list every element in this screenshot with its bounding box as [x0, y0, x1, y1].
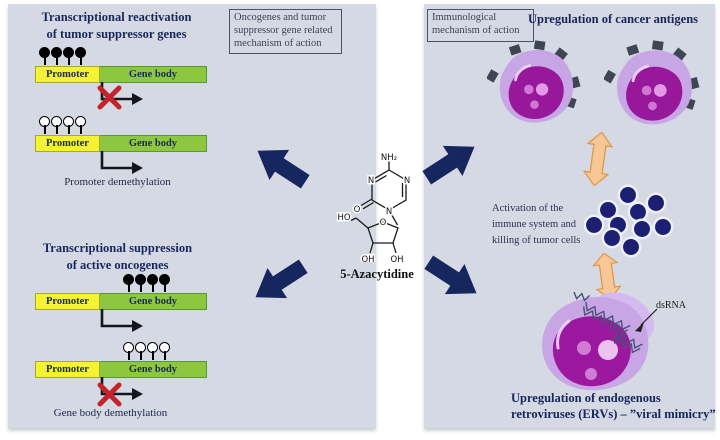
erv-cell [542, 291, 655, 391]
reactivation-title: Transcriptional reactivation of tumor su… [41, 10, 192, 41]
methyl-mark-icon [147, 274, 158, 292]
methyl-mark-icon [75, 47, 86, 65]
methyl-mark-icon [51, 47, 62, 65]
atom-nh2: NH₂ [381, 153, 397, 163]
erv-caption: Upregulation of endogenous retroviruses … [511, 391, 716, 422]
suppression-title: Transcriptional suppression of active on… [42, 241, 193, 272]
unmethylated-mark-icon [135, 342, 146, 360]
methyl-mark-icon [39, 47, 50, 65]
atom-oh: OH [390, 255, 403, 262]
promoter-demethylation-caption: Promoter demethylation [64, 176, 171, 188]
immune-cell-cluster [584, 184, 674, 258]
unmethylated-mark-icon [39, 116, 50, 134]
blocked-x-icon [97, 85, 122, 110]
methyl-mark-icon [63, 47, 74, 65]
atom-n: N [386, 207, 392, 217]
gene-body-segment: Gene body [100, 361, 207, 378]
gene-diagram-bar: Promoter Gene body [35, 361, 207, 378]
dsrna-label: dsRNA [656, 300, 687, 311]
promoter-segment: Promoter [35, 135, 100, 152]
transcription-arrow [100, 151, 143, 174]
arrow-to-suppression [255, 259, 308, 299]
methyl-mark-icon [135, 274, 146, 292]
cancer-antigens-heading: Upregulation of cancer antigens [528, 12, 699, 26]
methyl-marks-gene-body [123, 274, 170, 292]
gene-body-segment: Gene body [100, 66, 207, 83]
promoter-segment: Promoter [35, 293, 100, 310]
arrow-to-reactivation [257, 149, 310, 189]
orange-double-arrow [582, 131, 614, 187]
methyl-mark-icon [123, 274, 134, 292]
unmethylated-mark-icon [123, 342, 134, 360]
gene-body-segment: Gene body [100, 293, 207, 310]
gene-body-demethylation-caption: Gene body demethylation [53, 407, 168, 419]
unmethylated-mark-icon [159, 342, 170, 360]
cancer-cell [487, 40, 581, 123]
gene-diagram-bar: Promoter Gene body [35, 293, 207, 310]
molecule-name: 5-Azacytidine [340, 267, 414, 281]
antigen-spikes [487, 40, 581, 109]
atom-o: O [354, 205, 361, 215]
atom-n: N [404, 176, 410, 186]
cancer-cell [604, 40, 700, 125]
promoter-segment: Promoter [35, 361, 100, 378]
methyl-mark-icon [159, 274, 170, 292]
demethyl-marks-promoter [39, 116, 86, 134]
atom-ring-o: O [380, 218, 387, 228]
unmethylated-mark-icon [63, 116, 74, 134]
blocked-x-icon [97, 382, 122, 407]
gene-diagram-bar: Promoter Gene body [35, 135, 207, 152]
demethyl-marks-gene-body [123, 342, 170, 360]
gene-body-segment: Gene body [100, 135, 207, 152]
methyl-marks-promoter [39, 47, 86, 65]
unmethylated-mark-icon [147, 342, 158, 360]
unmethylated-mark-icon [51, 116, 62, 134]
arrow-to-cancer-antigens [422, 145, 475, 185]
atom-n: N [368, 176, 374, 186]
gene-diagram-bar: Promoter Gene body [35, 66, 207, 83]
atom-oh: OH [361, 255, 374, 262]
transcription-arrow [100, 377, 143, 400]
immunological-mechanism-note: Immunological mechanism of action [427, 9, 534, 42]
transcription-arrow [100, 309, 143, 332]
dsrna-zigzag [573, 291, 643, 354]
dsrna-pointer-arrow [635, 308, 658, 332]
azacytidine-structure: NH₂ N N N O O HO OH OH [336, 152, 412, 263]
antigen-spikes [604, 40, 700, 110]
atom-ho: HO [337, 213, 350, 223]
immune-activation-text: Activation of the immune system and kill… [492, 203, 581, 246]
unmethylated-mark-icon [75, 116, 86, 134]
promoter-segment: Promoter [35, 66, 100, 83]
arrow-to-erv [424, 255, 477, 295]
oncogene-mechanism-note: Oncogenes and tumor suppressor gene rela… [229, 9, 342, 55]
